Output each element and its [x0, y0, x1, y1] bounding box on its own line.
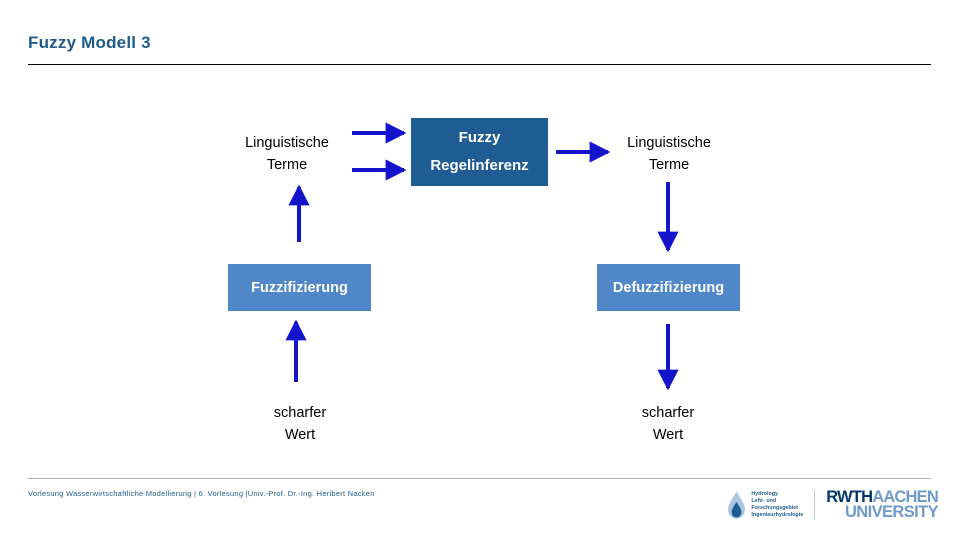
- node-defuzzification: Defuzzifizierung: [597, 264, 740, 311]
- hydrology-logo: Hydrology Lehr- und Forschungsgebiet Ing…: [727, 491, 803, 520]
- rwth-logo: RWTHAACHEN UNIVERSITY: [826, 488, 939, 521]
- node-fuzzy-rule-inference: Fuzzy Regelinferenz: [411, 118, 548, 186]
- title-divider: [28, 64, 931, 65]
- diagram-arrows: [285, 122, 679, 391]
- footer-course-info: Vorlesung Wasserwirtschaftliche Modellie…: [28, 489, 375, 498]
- rwth-logo-line-1: RWTHAACHEN: [826, 488, 939, 506]
- node-output-linguistic-terms: Linguistische Terme: [627, 135, 711, 173]
- water-drop-icon: [728, 491, 746, 519]
- node-input-linguistic-terms: Linguistische Terme: [245, 135, 329, 173]
- hydrology-logo-text: Hydrology Lehr- und Forschungsgebiet Ing…: [751, 490, 804, 519]
- university-wordmark: UNIVERSITY: [844, 503, 939, 521]
- node-fuzzification: Fuzzifizierung: [228, 264, 371, 311]
- fuzzy-model-diagram: Linguistische Terme Fuzzy Regelinferenz …: [228, 118, 740, 443]
- rwth-wordmark: RWTH: [826, 488, 873, 506]
- node-crisp-input-value: scharfer Wert: [273, 405, 327, 443]
- footer-divider: [28, 478, 931, 479]
- page-title: Fuzzy Modell 3: [28, 33, 151, 52]
- logo-divider: [814, 490, 816, 520]
- node-crisp-output-value: scharfer Wert: [641, 405, 695, 443]
- footer-logos: Hydrology Lehr- und Forschungsgebiet Ing…: [727, 486, 939, 524]
- rule-inference-line-1: Fuzzy: [458, 129, 501, 146]
- aachen-wordmark: AACHEN: [872, 488, 939, 506]
- rule-inference-line-2: Regelinferenz: [430, 157, 529, 174]
